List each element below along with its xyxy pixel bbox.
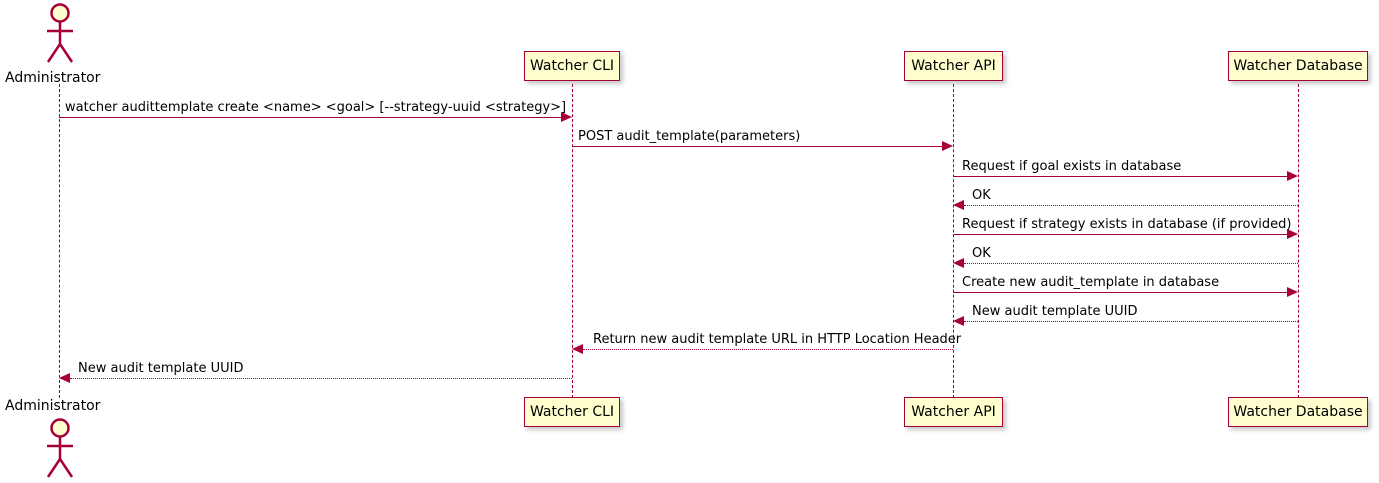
participant-box-watcher-cli-top[interactable]: Watcher CLI (524, 51, 620, 81)
message-arrowhead-3 (1287, 171, 1298, 181)
message-arrowhead-5 (1287, 229, 1298, 239)
message-line-7 (953, 292, 1288, 293)
lifeline-watcher-database (1298, 84, 1299, 398)
message-label-1: watcher audittemplate create <name> <goa… (65, 100, 567, 115)
message-arrowhead-9 (572, 344, 583, 354)
message-line-1 (59, 117, 563, 118)
participant-box-watcher-database-bottom[interactable]: Watcher Database (1228, 397, 1368, 427)
message-line-3 (953, 176, 1288, 177)
message-line-9 (583, 349, 953, 350)
message-label-8: New audit template UUID (972, 304, 1138, 319)
message-line-5 (953, 234, 1288, 235)
actor-icon-administrator-top (46, 3, 74, 63)
participant-box-watcher-cli-bottom[interactable]: Watcher CLI (524, 397, 620, 427)
participant-label-watcher-cli-bottom: Watcher CLI (529, 404, 615, 420)
participant-label-watcher-cli-top: Watcher CLI (529, 58, 615, 74)
lifeline-watcher-api (953, 84, 954, 398)
message-label-7: Create new audit_template in database (962, 275, 1220, 290)
message-arrowhead-4 (953, 200, 964, 210)
actor-label-administrator-bottom: Administrator (5, 398, 101, 414)
participant-label-watcher-database-top: Watcher Database (1233, 58, 1363, 74)
participant-box-watcher-api-top[interactable]: Watcher API (904, 51, 1003, 81)
actor-label-administrator-top: Administrator (5, 70, 101, 86)
message-label-4: OK (972, 188, 991, 203)
lifeline-administrator (59, 84, 60, 398)
actor-icon-administrator-bottom (46, 418, 74, 478)
message-label-10: New audit template UUID (78, 361, 244, 376)
message-label-9: Return new audit template URL in HTTP Lo… (593, 332, 962, 347)
message-arrowhead-1 (561, 112, 572, 122)
participant-label-watcher-database-bottom: Watcher Database (1233, 404, 1363, 420)
message-arrowhead-6 (953, 258, 964, 268)
message-line-10 (70, 378, 572, 379)
message-line-2 (572, 146, 943, 147)
participant-label-watcher-api-top: Watcher API (911, 58, 996, 74)
message-label-6: OK (972, 246, 991, 261)
message-line-4 (964, 205, 1298, 206)
message-arrowhead-7 (1287, 287, 1298, 297)
message-label-5: Request if strategy exists in database (… (962, 217, 1292, 232)
message-arrowhead-8 (953, 316, 964, 326)
participant-box-watcher-api-bottom[interactable]: Watcher API (904, 397, 1003, 427)
message-label-2: POST audit_template(parameters) (578, 129, 801, 144)
participant-box-watcher-database-top[interactable]: Watcher Database (1228, 51, 1368, 81)
participant-label-watcher-api-bottom: Watcher API (911, 404, 996, 420)
message-label-3: Request if goal exists in database (962, 159, 1182, 174)
lifeline-watcher-cli (572, 84, 573, 398)
message-line-6 (964, 263, 1298, 264)
message-arrowhead-10 (59, 373, 70, 383)
message-arrowhead-2 (942, 141, 953, 151)
message-line-8 (964, 321, 1298, 322)
